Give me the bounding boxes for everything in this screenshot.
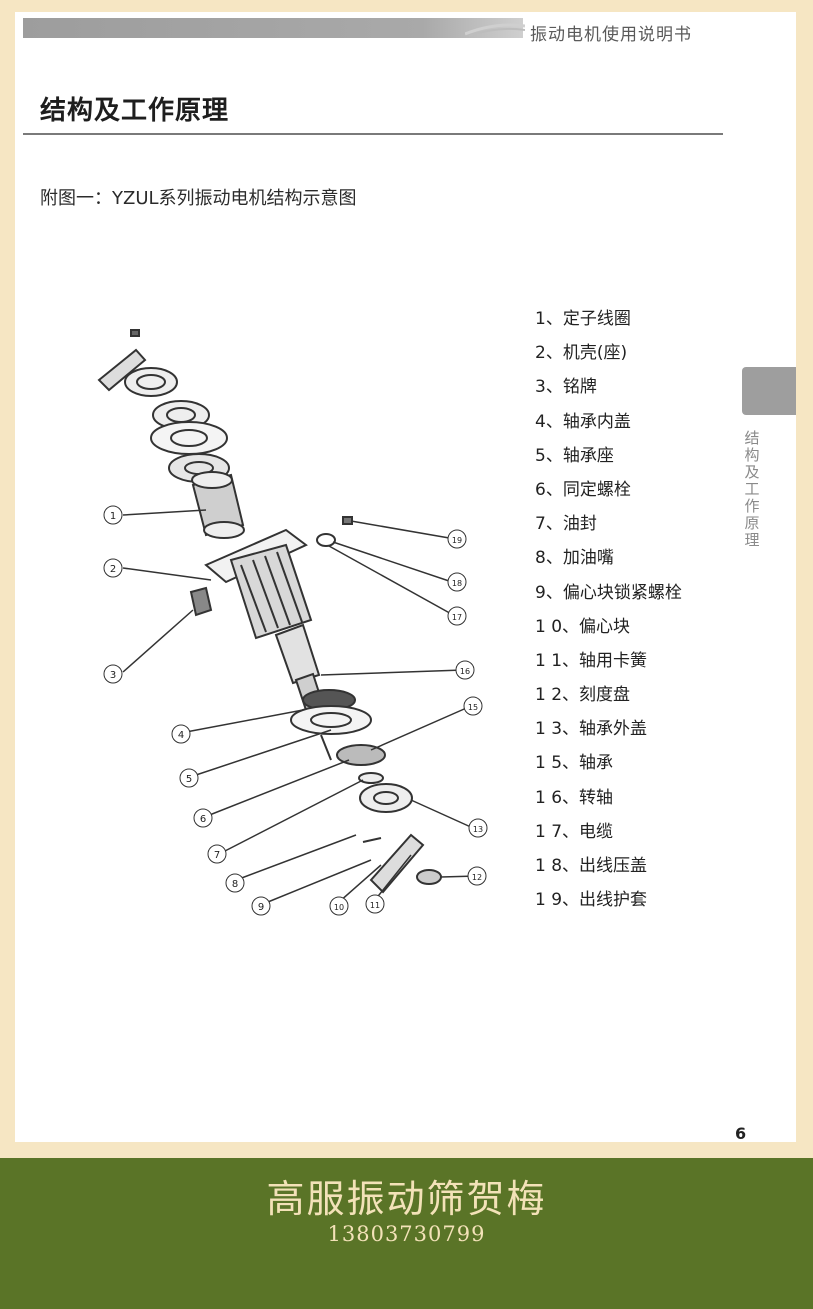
svg-text:18: 18	[452, 579, 462, 588]
svg-text:1: 1	[110, 511, 116, 522]
svg-text:7: 7	[214, 850, 220, 861]
svg-text:10: 10	[334, 903, 344, 912]
callout-10: 10	[329, 896, 349, 916]
page-number: 6	[735, 1124, 747, 1143]
svg-text:6: 6	[200, 814, 206, 825]
list-item: 1 7、电缆	[535, 821, 614, 842]
list-item: 6、同定螺栓	[535, 479, 631, 500]
callout-16: 16	[455, 660, 475, 680]
svg-text:8: 8	[232, 879, 238, 890]
list-item: 1 3、轴承外盖	[535, 719, 648, 740]
list-item: 3、铭牌	[535, 377, 597, 398]
footer-phone: 13803730799	[327, 1222, 486, 1246]
list-item: 1 5、轴承	[535, 753, 614, 774]
list-item: 1 2、刻度盘	[535, 685, 631, 706]
svg-text:9: 9	[258, 902, 264, 913]
list-item: 8、加油嘴	[535, 548, 614, 569]
svg-text:2: 2	[110, 564, 116, 575]
callout-17: 17	[447, 606, 467, 626]
document-title: 振动电机使用说明书	[530, 25, 692, 45]
svg-text:13: 13	[473, 825, 483, 834]
list-item: 1 6、转轴	[535, 787, 614, 808]
svg-text:15: 15	[468, 703, 478, 712]
callout-15: 15	[463, 696, 483, 716]
side-tab-label: 结构及工作原理	[744, 429, 760, 549]
callout-1: 1	[103, 505, 123, 525]
list-item: 7、油封	[535, 514, 597, 535]
callout-5: 5	[179, 768, 199, 788]
list-item: 1 8、出线压盖	[535, 856, 648, 876]
svg-text:12: 12	[472, 873, 482, 882]
callout-18: 18	[447, 572, 467, 592]
svg-text:17: 17	[452, 613, 462, 622]
list-item: 5、轴承座	[535, 445, 614, 466]
svg-text:19: 19	[452, 536, 462, 545]
callout-12: 12	[467, 866, 487, 886]
header-swoosh-icon	[465, 23, 525, 37]
footer-title: 高服振动筛贺梅	[266, 1177, 547, 1221]
callout-7: 7	[207, 844, 227, 864]
callout-3: 3	[103, 664, 123, 684]
exploded-motor-diagram: 1 2 3 4 5 6 7 8 9 10 11 12 13 15 16 17 1…	[97, 329, 488, 916]
svg-text:4: 4	[178, 730, 184, 741]
side-tab-marker	[742, 367, 796, 415]
list-item: 1、定子线圈	[535, 309, 631, 329]
footer-banner: 高服振动筛贺梅 13803730799	[0, 1158, 813, 1309]
svg-text:5: 5	[186, 774, 192, 785]
svg-text:11: 11	[370, 901, 380, 910]
list-item: 1 0、偏心块	[535, 616, 631, 637]
callout-2: 2	[103, 558, 123, 578]
list-item: 4、轴承内盖	[535, 411, 631, 432]
callout-19: 19	[447, 529, 467, 549]
header-bar	[23, 18, 523, 38]
callout-13: 13	[468, 818, 488, 838]
list-item: 2、机壳(座)	[535, 343, 628, 364]
section-divider	[23, 133, 723, 135]
callout-8: 8	[225, 873, 245, 893]
section-title: 结构及工作原理	[40, 96, 230, 126]
list-item: 9、偏心块锁紧螺栓	[535, 582, 682, 603]
callout-6: 6	[193, 808, 213, 828]
manual-page: 振动电机使用说明书 结构及工作原理 附图一：YZUL系列振动电机结构示意图	[15, 12, 796, 1143]
callout-4: 4	[171, 724, 191, 744]
figure-caption: 附图一：YZUL系列振动电机结构示意图	[40, 188, 357, 209]
list-item: 1 1、轴用卡簧	[535, 650, 648, 671]
svg-text:16: 16	[460, 667, 470, 676]
parts-list: 1、定子线圈 2、机壳(座) 3、铭牌 4、轴承内盖 5、轴承座 6、同定螺栓 …	[535, 308, 682, 923]
callout-11: 11	[365, 894, 385, 914]
callout-9: 9	[251, 896, 271, 916]
list-item: 1 9、出线护套	[535, 890, 648, 911]
svg-text:3: 3	[110, 670, 116, 681]
